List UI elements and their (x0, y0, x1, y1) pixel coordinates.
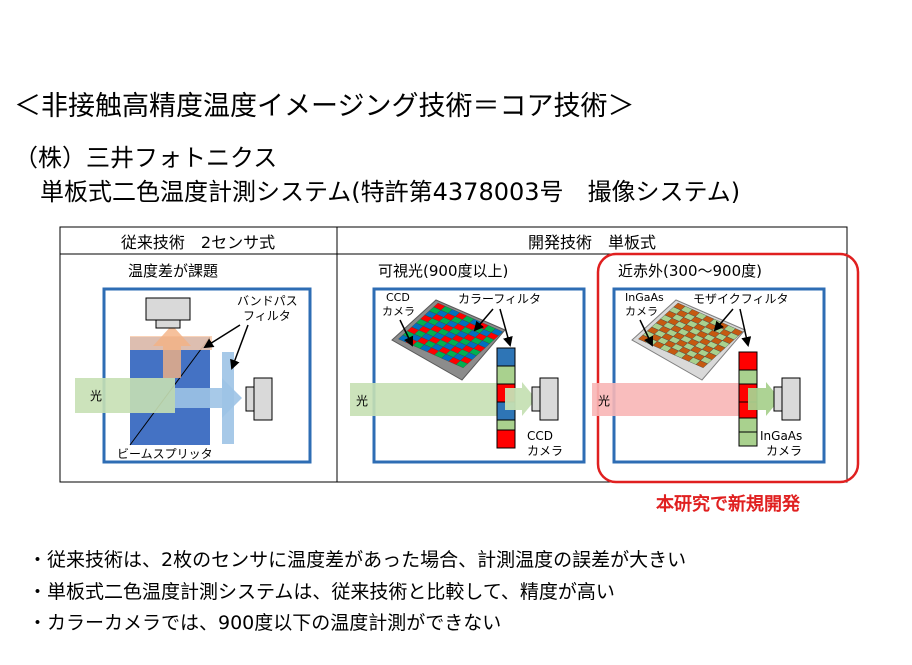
system-name: 単板式二色温度計測システム(特許第4378003号 撮像システム) (40, 178, 741, 206)
green-beam (350, 383, 505, 416)
color-filter-grid (398, 302, 504, 369)
filter-cell (695, 360, 708, 369)
green-beam (75, 378, 175, 413)
highlight-note: 本研究で新規開発 (656, 493, 801, 515)
camera-icon (531, 377, 559, 421)
company-name: （株）三井フォトニクス (14, 144, 278, 172)
arrow-icon (748, 382, 780, 416)
panel-conventional: 温度差が課題 光 バンドパス フィルタ ビームスプリッタ (75, 262, 312, 464)
bullet-point: ・従来技術は、2枚のセンサに温度差があった場合、計測温度の誤差が大きい (28, 549, 687, 571)
panel-caption: 温度差が課題 (128, 262, 218, 280)
arrow-icon (399, 319, 414, 347)
arrow-icon (473, 308, 494, 332)
light-label: 光 (356, 394, 368, 408)
filter-label-1: バンドパス (237, 294, 298, 308)
arrow-icon (639, 319, 654, 347)
col-header-developed: 開発技術 単板式 (528, 233, 656, 252)
panel-nir: 近赤外(300～900度) InGaAs カメラ モザイクフィルタ 光 InGa… (592, 252, 860, 515)
light-label: 光 (598, 394, 610, 408)
light-label: 光 (90, 389, 102, 403)
cam-label-1: InGaAs (760, 429, 802, 443)
filter-cell (455, 360, 468, 369)
ccd-label-2: カメラ (382, 305, 415, 318)
panel-caption: 近赤外(300～900度) (618, 262, 762, 280)
page-title: ＜非接触高精度温度イメージング技術＝コア技術＞ (14, 91, 635, 122)
panel-frame (372, 287, 586, 464)
cam-label-2: カメラ (527, 444, 563, 458)
filter-label: モザイクフィルタ (693, 292, 789, 306)
filter-strip (738, 351, 758, 447)
arrow-icon (153, 325, 191, 378)
panel-visible: 可視光(900度以上) CCD カメラ カラーフィルタ 光 CCD カメラ (350, 262, 586, 464)
panel-frame (612, 287, 826, 464)
red-beam (592, 383, 745, 416)
arrow-icon (230, 324, 249, 370)
bandpass-filter (222, 352, 234, 444)
arrow-icon (713, 308, 734, 332)
panel-caption: 可視光(900度以上) (378, 262, 508, 280)
arrow-icon (499, 308, 513, 347)
bullet-point: ・カラーカメラでは、900度以下の温度計測ができない (28, 612, 502, 634)
filter-label-2: フィルタ (243, 309, 291, 323)
filter-label: カラーフィルタ (458, 292, 541, 306)
camera-icon (145, 297, 191, 329)
camera-icon (245, 377, 273, 421)
splitter-label: ビームスプリッタ (117, 447, 213, 461)
cam-label-1: CCD (527, 429, 553, 443)
arrow-icon (203, 324, 241, 349)
ingaas-label-2: カメラ (625, 305, 658, 318)
cam-label-2: カメラ (766, 444, 802, 458)
col-header-conventional: 従来技術 2センサ式 (121, 233, 275, 252)
camera-icon (773, 377, 801, 421)
ccd-label-1: CCD (386, 291, 410, 304)
highlight-frame (596, 252, 860, 484)
ingaas-label-1: InGaAs (625, 291, 664, 304)
arrow-icon (505, 382, 536, 416)
bullet-point: ・単板式二色温度計測システムは、従来技術と比較して、精度が高い (28, 581, 615, 603)
arrow-icon (739, 308, 752, 347)
